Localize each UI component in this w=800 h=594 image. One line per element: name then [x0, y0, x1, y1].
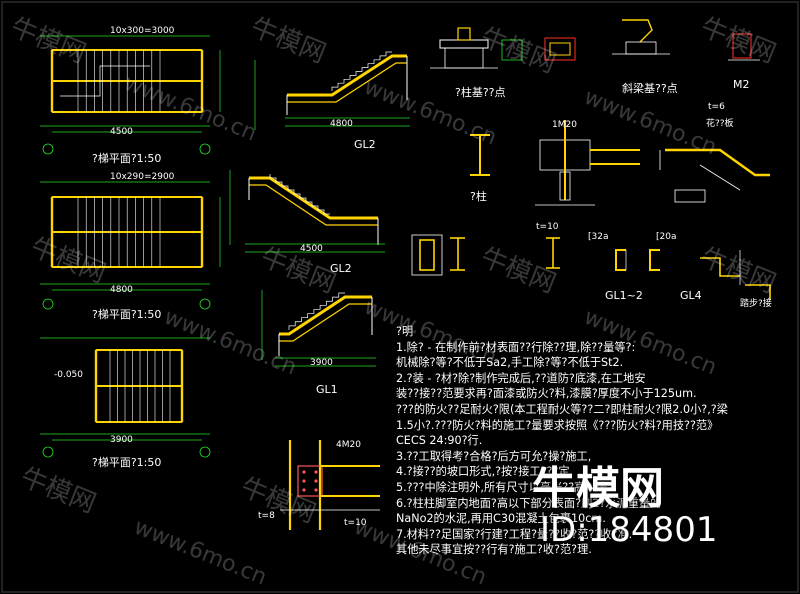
notes-title: ?明 [396, 325, 414, 338]
caption-beam-base: 斜梁基??点 [622, 82, 678, 95]
bolt-1m20: 1M20 [552, 120, 577, 130]
note-line: 2.?装 - ?材?除?制作完成后,??道防?底漆,在工地安 [396, 371, 646, 385]
thk-t10: t=10 [344, 518, 367, 528]
step-profile [331, 51, 392, 91]
note-line: 其他未尽事宜按??行有?施工?收?范?理. [396, 543, 592, 557]
dim-gl1: 3900 [310, 358, 333, 368]
gl2-elevation-top [254, 51, 410, 130]
bolt-4m20: 4M20 [336, 440, 361, 450]
note-line: CECS 24:90?行. [396, 434, 483, 448]
note-line: ???的防火??足耐火?限(本工程耐火等??二?即柱耐火?限2.0小?,?梁 [396, 402, 728, 416]
caption-gl1: GL1 [316, 383, 338, 396]
beam-column-joint [535, 120, 640, 206]
step-profile [288, 292, 345, 330]
caption-tread: 踏步?接 [740, 299, 772, 309]
design-notes: ?明 1.除? - 在制作前?材表面??行除??理,除??量等?: 机械除?等?… [396, 324, 736, 558]
slope-beam-base-detail [612, 19, 760, 61]
column-section [470, 134, 490, 176]
dim-mid-top: 10x290=2900 [110, 172, 175, 182]
caption-plan-bottom: ?梯平面?1:50 [92, 456, 162, 469]
note-line: 7.材料??足国家?行建?工程?量??收?范??收?准. [396, 527, 633, 541]
note-line: 1.除? - 在制作前?材表面??行除??理,除??量等?: [396, 340, 636, 354]
note-line: 机械除?等?不低于Sa2,手工除?等?不低于St2. [396, 356, 624, 370]
note-line: NaNo2的水泥,再用C30混凝土包裹10cm. [396, 512, 606, 526]
note-line: 装??接??范要求再?面漆或防火?料,漆膜?厚度不小于125um. [396, 387, 697, 401]
gl1-2-section [411, 234, 627, 276]
column-base-detail [430, 27, 576, 69]
caption-column: ?柱 [470, 190, 487, 203]
note-line: 5.???中除注明外,所有尺寸以毫米??高以米?. [396, 480, 618, 494]
caption-gl4: GL4 [680, 289, 702, 302]
gl2-elevation-middle [229, 170, 385, 253]
note-line: 4.?接??的坡口形式,?按?接工???定. [396, 465, 574, 479]
dim-gl2a: 4800 [330, 119, 353, 129]
brand-logo-text: 牛模网 [532, 463, 664, 514]
gl1-elevation [261, 290, 376, 367]
caption-gl1-2: GL1~2 [605, 289, 643, 302]
note-line: 1.5小?.???防火?料的施工?量要求按照《???防火?料?用技??范》 [396, 418, 719, 432]
dim-gl2b: 4500 [300, 244, 323, 254]
dim-bottom: 4500 [110, 127, 133, 137]
thk-t8: t=8 [258, 511, 275, 521]
dim-bot-bottom: 3900 [110, 435, 133, 445]
note-line: 3.??工取得考?合格?后方可允?操?施工, [396, 449, 592, 463]
caption-grating: 花??板 [706, 119, 734, 129]
stair-plan-bottom [40, 337, 211, 458]
stair-plan-middle [40, 181, 221, 310]
brand-id: ID:184801 [540, 510, 718, 550]
gl4-section [649, 249, 771, 300]
thk-t10-joint: t=10 [536, 222, 559, 232]
step-profile [269, 174, 330, 215]
stair-plan-top [40, 35, 221, 155]
channel-32a: [32a [588, 232, 609, 242]
dim-top: 10x300=3000 [110, 26, 175, 36]
caption-m2: M2 [733, 78, 750, 91]
note-line: 6.?柱柱脚室内地面?高以下部分表面?刷2?水泥重量的 [396, 496, 662, 510]
caption-plan-top: ?梯平面?1:50 [92, 152, 162, 165]
column-joint-4m20 [280, 440, 380, 530]
thk-t6: t=6 [708, 102, 725, 112]
caption-plan-mid: ?梯平面?1:50 [92, 308, 162, 321]
channel-20a: [20a [656, 232, 677, 242]
dim-mid-bottom: 4800 [110, 285, 133, 295]
caption-gl2-top: GL2 [354, 138, 376, 151]
caption-column-base: ?柱基??点 [455, 86, 506, 99]
grating-detail [659, 148, 770, 203]
elev-label: -0.050 [54, 370, 84, 380]
caption-gl2-mid: GL2 [330, 262, 352, 275]
